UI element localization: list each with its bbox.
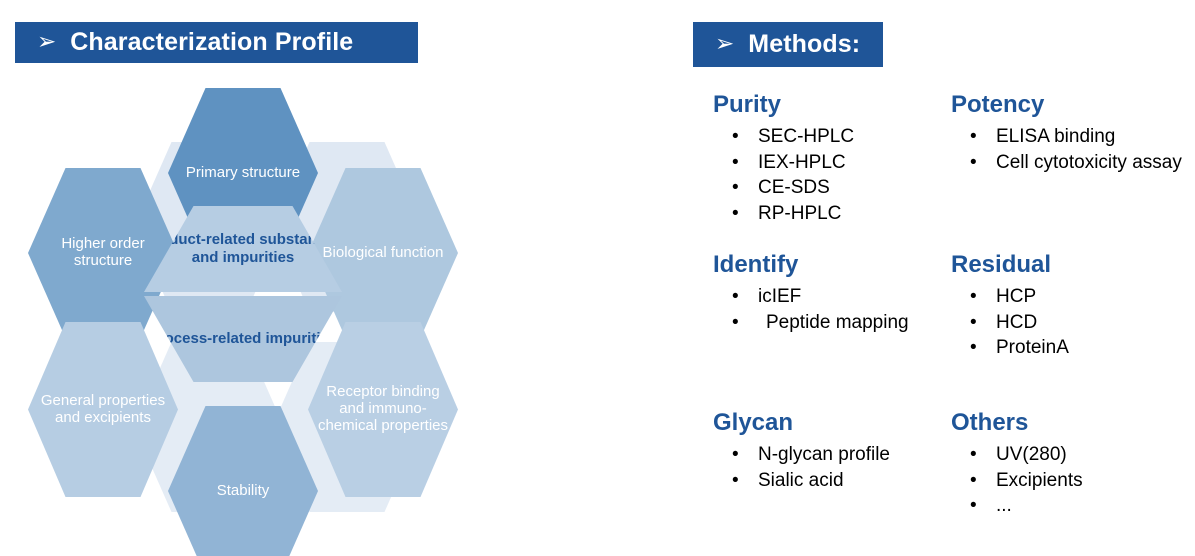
methods-title: Methods: bbox=[748, 30, 861, 58]
hexagon-label: Primary structure bbox=[185, 163, 301, 181]
bullet-icon: • bbox=[732, 444, 739, 466]
bullet-icon: • bbox=[732, 286, 739, 308]
arrow-bullet-icon: ➢ bbox=[715, 31, 735, 57]
methods-heading-purity: Purity bbox=[710, 92, 787, 118]
methods-heading-potency: Potency bbox=[948, 92, 1050, 118]
bullet-icon: • bbox=[732, 202, 739, 224]
methods-heading-others: Others bbox=[948, 410, 1034, 436]
methods-heading-identify: Identify bbox=[710, 252, 804, 278]
bullet-icon: • bbox=[732, 469, 739, 491]
list-item: •CE-SDS bbox=[710, 175, 948, 200]
bullet-icon: • bbox=[732, 126, 739, 148]
bullet-icon: • bbox=[970, 495, 977, 517]
arrow-bullet-icon: ➢ bbox=[37, 29, 57, 55]
hexagon-label: Receptor binding and immuno-chemical pro… bbox=[317, 383, 449, 434]
bullet-icon: • bbox=[732, 151, 739, 173]
list-item: •N-glycan profile bbox=[710, 442, 948, 467]
list-item: •... bbox=[948, 493, 1186, 518]
methods-list-others: •UV(280) •Excipients •... bbox=[948, 442, 1186, 518]
center-hexagon-top-label: Product-related substances and impuritie… bbox=[144, 231, 342, 266]
list-item: •Sialic acid bbox=[710, 468, 948, 493]
list-item: •Excipients bbox=[948, 468, 1186, 493]
list-item: •Peptide mapping bbox=[710, 310, 948, 335]
bullet-icon: • bbox=[970, 311, 977, 333]
methods-list-potency: •ELISA binding •Cell cytotoxicity assay bbox=[948, 124, 1186, 175]
bullet-icon: • bbox=[732, 177, 739, 199]
characterization-profile-banner: ➢ Characterization Profile bbox=[15, 22, 418, 63]
list-item: •IEX-HPLC bbox=[710, 150, 948, 175]
methods-grid: Purity •SEC-HPLC •IEX-HPLC •CE-SDS •RP-H… bbox=[700, 92, 1186, 552]
bullet-icon: • bbox=[970, 151, 977, 173]
hexagon-label: Higher order structure bbox=[61, 235, 145, 269]
methods-list-purity: •SEC-HPLC •IEX-HPLC •CE-SDS •RP-HPLC bbox=[710, 124, 948, 226]
methods-cell-identify: Identify •icIEF •Peptide mapping bbox=[710, 252, 948, 335]
bullet-icon: • bbox=[970, 469, 977, 491]
list-item: •ProteinA bbox=[948, 335, 1186, 360]
list-item: •RP-HPLC bbox=[710, 201, 948, 226]
list-item: •SEC-HPLC bbox=[710, 124, 948, 149]
bullet-icon: • bbox=[970, 444, 977, 466]
bullet-icon: • bbox=[970, 126, 977, 148]
methods-cell-residual: Residual •HCP •HCD •ProteinA bbox=[948, 252, 1186, 361]
methods-list-identify: •icIEF •Peptide mapping bbox=[710, 284, 948, 335]
methods-list-residual: •HCP •HCD •ProteinA bbox=[948, 284, 1186, 360]
hexagon-label: Biological function bbox=[322, 243, 444, 261]
list-item: •UV(280) bbox=[948, 442, 1186, 467]
methods-cell-glycan: Glycan •N-glycan profile •Sialic acid bbox=[710, 410, 948, 493]
bullet-icon: • bbox=[732, 311, 739, 333]
hexagon-label: Stability bbox=[216, 481, 270, 499]
list-item: •Cell cytotoxicity assay bbox=[948, 150, 1186, 175]
methods-list-glycan: •N-glycan profile •Sialic acid bbox=[710, 442, 948, 493]
hexagon-label: General properties and excipients bbox=[40, 391, 166, 426]
list-item: •HCP bbox=[948, 284, 1186, 309]
bullet-icon: • bbox=[970, 286, 977, 308]
characterization-profile-title: Characterization Profile bbox=[70, 28, 354, 56]
center-hexagon-bottom-label: Process-related impurities bbox=[148, 330, 338, 348]
list-item: •ELISA binding bbox=[948, 124, 1186, 149]
methods-heading-glycan: Glycan bbox=[710, 410, 799, 436]
methods-cell-potency: Potency •ELISA binding •Cell cytotoxicit… bbox=[948, 92, 1186, 175]
methods-heading-residual: Residual bbox=[948, 252, 1057, 278]
methods-cell-purity: Purity •SEC-HPLC •IEX-HPLC •CE-SDS •RP-H… bbox=[710, 92, 948, 226]
bullet-icon: • bbox=[970, 337, 977, 359]
methods-banner: ➢ Methods: bbox=[693, 22, 883, 67]
list-item: •icIEF bbox=[710, 284, 948, 309]
characterization-hexagon-diagram: Primary structure Higher order structure… bbox=[16, 84, 486, 556]
list-item: •HCD bbox=[948, 310, 1186, 335]
methods-cell-others: Others •UV(280) •Excipients •... bbox=[948, 410, 1186, 519]
